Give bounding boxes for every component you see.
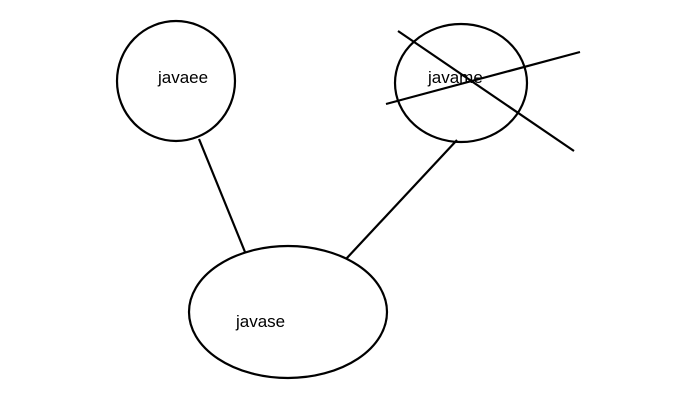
node-javase: javase (187, 244, 389, 380)
edge-javame-javase (345, 139, 458, 260)
node-javame-circle (393, 22, 529, 144)
node-javaee-circle (115, 19, 237, 143)
node-javaee-label: javaee (157, 68, 208, 87)
strike-line-2 (385, 50, 581, 106)
node-javase-ellipse (187, 244, 389, 380)
node-javase-label: javase (235, 312, 285, 331)
node-javaee: javaee (115, 19, 237, 143)
strike-line-1 (397, 30, 575, 152)
node-javame: javame (385, 22, 581, 152)
edge-javaee-javase (197, 138, 247, 253)
